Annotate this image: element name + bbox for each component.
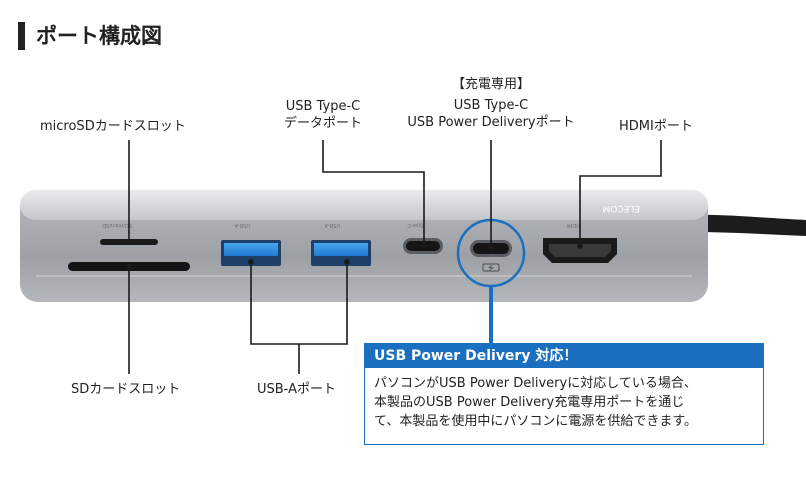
label-usbc-data-line2: データポート — [283, 116, 362, 131]
label-sd: SDカードスロット — [71, 382, 181, 397]
pd-info-line2: 本製品のUSB Power Delivery充電専用ポートを通じ — [374, 395, 685, 410]
page-title: ポート構成図 — [36, 24, 162, 48]
leader-usbc-data-dot — [421, 243, 427, 249]
leader-usba2-dot — [344, 259, 350, 265]
hdmi-port-inner — [549, 244, 611, 257]
pd-info-line3: て、本製品を使用中にパソコンに電源を供給できます。 — [374, 414, 698, 429]
leader-usba1-dot — [248, 259, 254, 265]
label-pd-line1: 【充電専用】 — [451, 77, 530, 92]
pd-info-heading: USB Power Delivery 対応！ — [365, 344, 763, 368]
battery-charge-icon — [482, 263, 500, 272]
pd-info-body: パソコンがUSB Power Deliveryに対応している場合、 本製品のUS… — [365, 368, 763, 431]
usba-port-2-tongue — [314, 243, 368, 256]
label-microsd: microSDカードスロット — [40, 119, 186, 134]
leader-sd-dot — [126, 264, 132, 270]
hub-top-surface — [20, 190, 708, 220]
label-pd-line2: USB Type-C — [453, 98, 529, 113]
lightning-icon — [488, 265, 494, 271]
label-pd: 【充電専用】 USB Type-C USB Power Deliveryポート — [396, 76, 586, 131]
usba-port-1-tongue — [224, 243, 278, 256]
label-pd-line3: USB Power Deliveryポート — [407, 115, 575, 130]
label-usbc-data-line1: USB Type-C — [285, 99, 361, 114]
leader-pd-dot — [488, 245, 494, 251]
label-hdmi: HDMIポート — [619, 119, 693, 134]
cable — [690, 214, 806, 236]
label-usba: USB-Aポート — [257, 382, 336, 397]
pd-info-box: USB Power Delivery 対応！ パソコンがUSB Power De… — [364, 343, 764, 445]
usba2-mark: USB-A — [324, 222, 340, 228]
sd-slot-mark: SD/microSD — [102, 222, 132, 228]
brand-logo: ELECOM — [602, 203, 640, 213]
typec-mark: Type-C — [407, 222, 425, 228]
leader-hdmi-dot — [577, 243, 583, 249]
label-usbc-data: USB Type-C データポート — [263, 98, 383, 132]
leader-usbc-data — [322, 140, 425, 246]
usba1-mark: USB-A — [234, 222, 250, 228]
pd-info-line1: パソコンがUSB Power Deliveryに対応している場合、 — [374, 376, 697, 391]
leader-hdmi — [579, 140, 662, 246]
hdmi-mark: HDMI — [567, 222, 580, 228]
leader-microsd-dot — [126, 239, 132, 245]
title-accent-bar — [18, 22, 25, 50]
